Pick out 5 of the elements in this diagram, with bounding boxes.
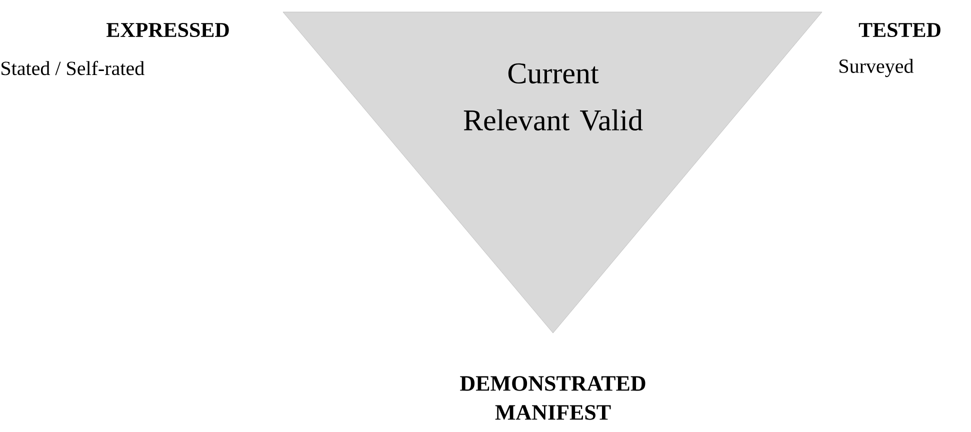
heading: DEMONSTRATED MANIFEST [460, 376, 646, 420]
heading: EXPRESSED [106, 22, 229, 38]
heading: TESTED [858, 22, 940, 38]
triangle: Current Relevant Valid [282, 12, 822, 334]
subheading: Stated / Self-rated [2, 60, 144, 76]
